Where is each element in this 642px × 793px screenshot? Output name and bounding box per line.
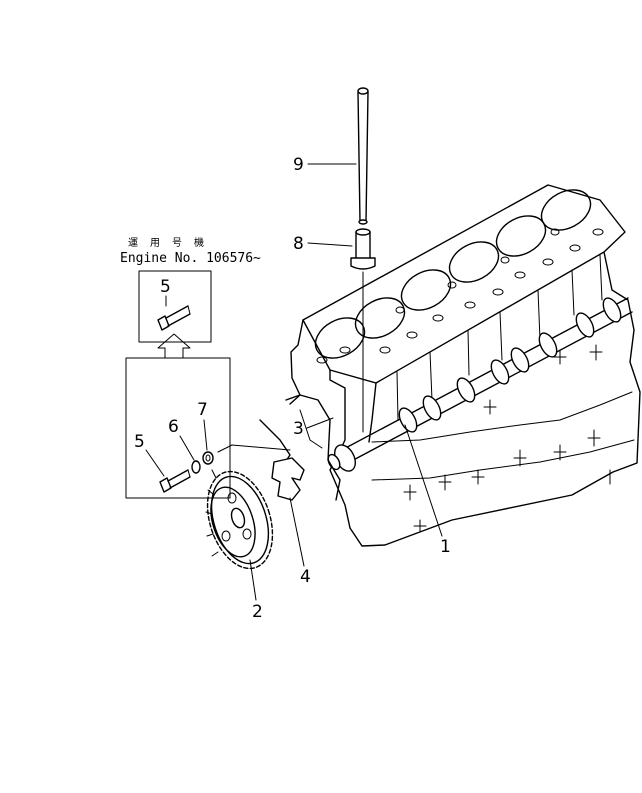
spacer-plate (271, 457, 305, 501)
callout-5-upper: 5 (160, 277, 171, 297)
callout-6: 6 (168, 417, 179, 437)
note-line-2: Engine No. 106576~ (120, 251, 261, 266)
tappet (350, 228, 376, 433)
push-rod (357, 87, 369, 225)
bolt-assembly-upper (138, 270, 212, 343)
cam-gear (205, 469, 274, 570)
camshaft (327, 297, 633, 472)
callout-3: 3 (293, 419, 304, 439)
upgrade-arrow-icon (157, 333, 191, 359)
callout-5-lower: 5 (134, 432, 145, 452)
gear-housing (259, 394, 341, 501)
callout-8: 8 (293, 234, 304, 254)
callout-1: 1 (440, 537, 451, 557)
callout-7: 7 (197, 400, 208, 420)
callout-9: 9 (293, 155, 304, 175)
note-line-1: 運 用 号 機 (128, 236, 207, 249)
callout-4: 4 (300, 567, 311, 587)
bolt-assembly-lower (159, 444, 291, 493)
cylinder-bores (314, 189, 592, 359)
callout-2: 2 (252, 602, 263, 622)
engine-block (289, 184, 641, 547)
